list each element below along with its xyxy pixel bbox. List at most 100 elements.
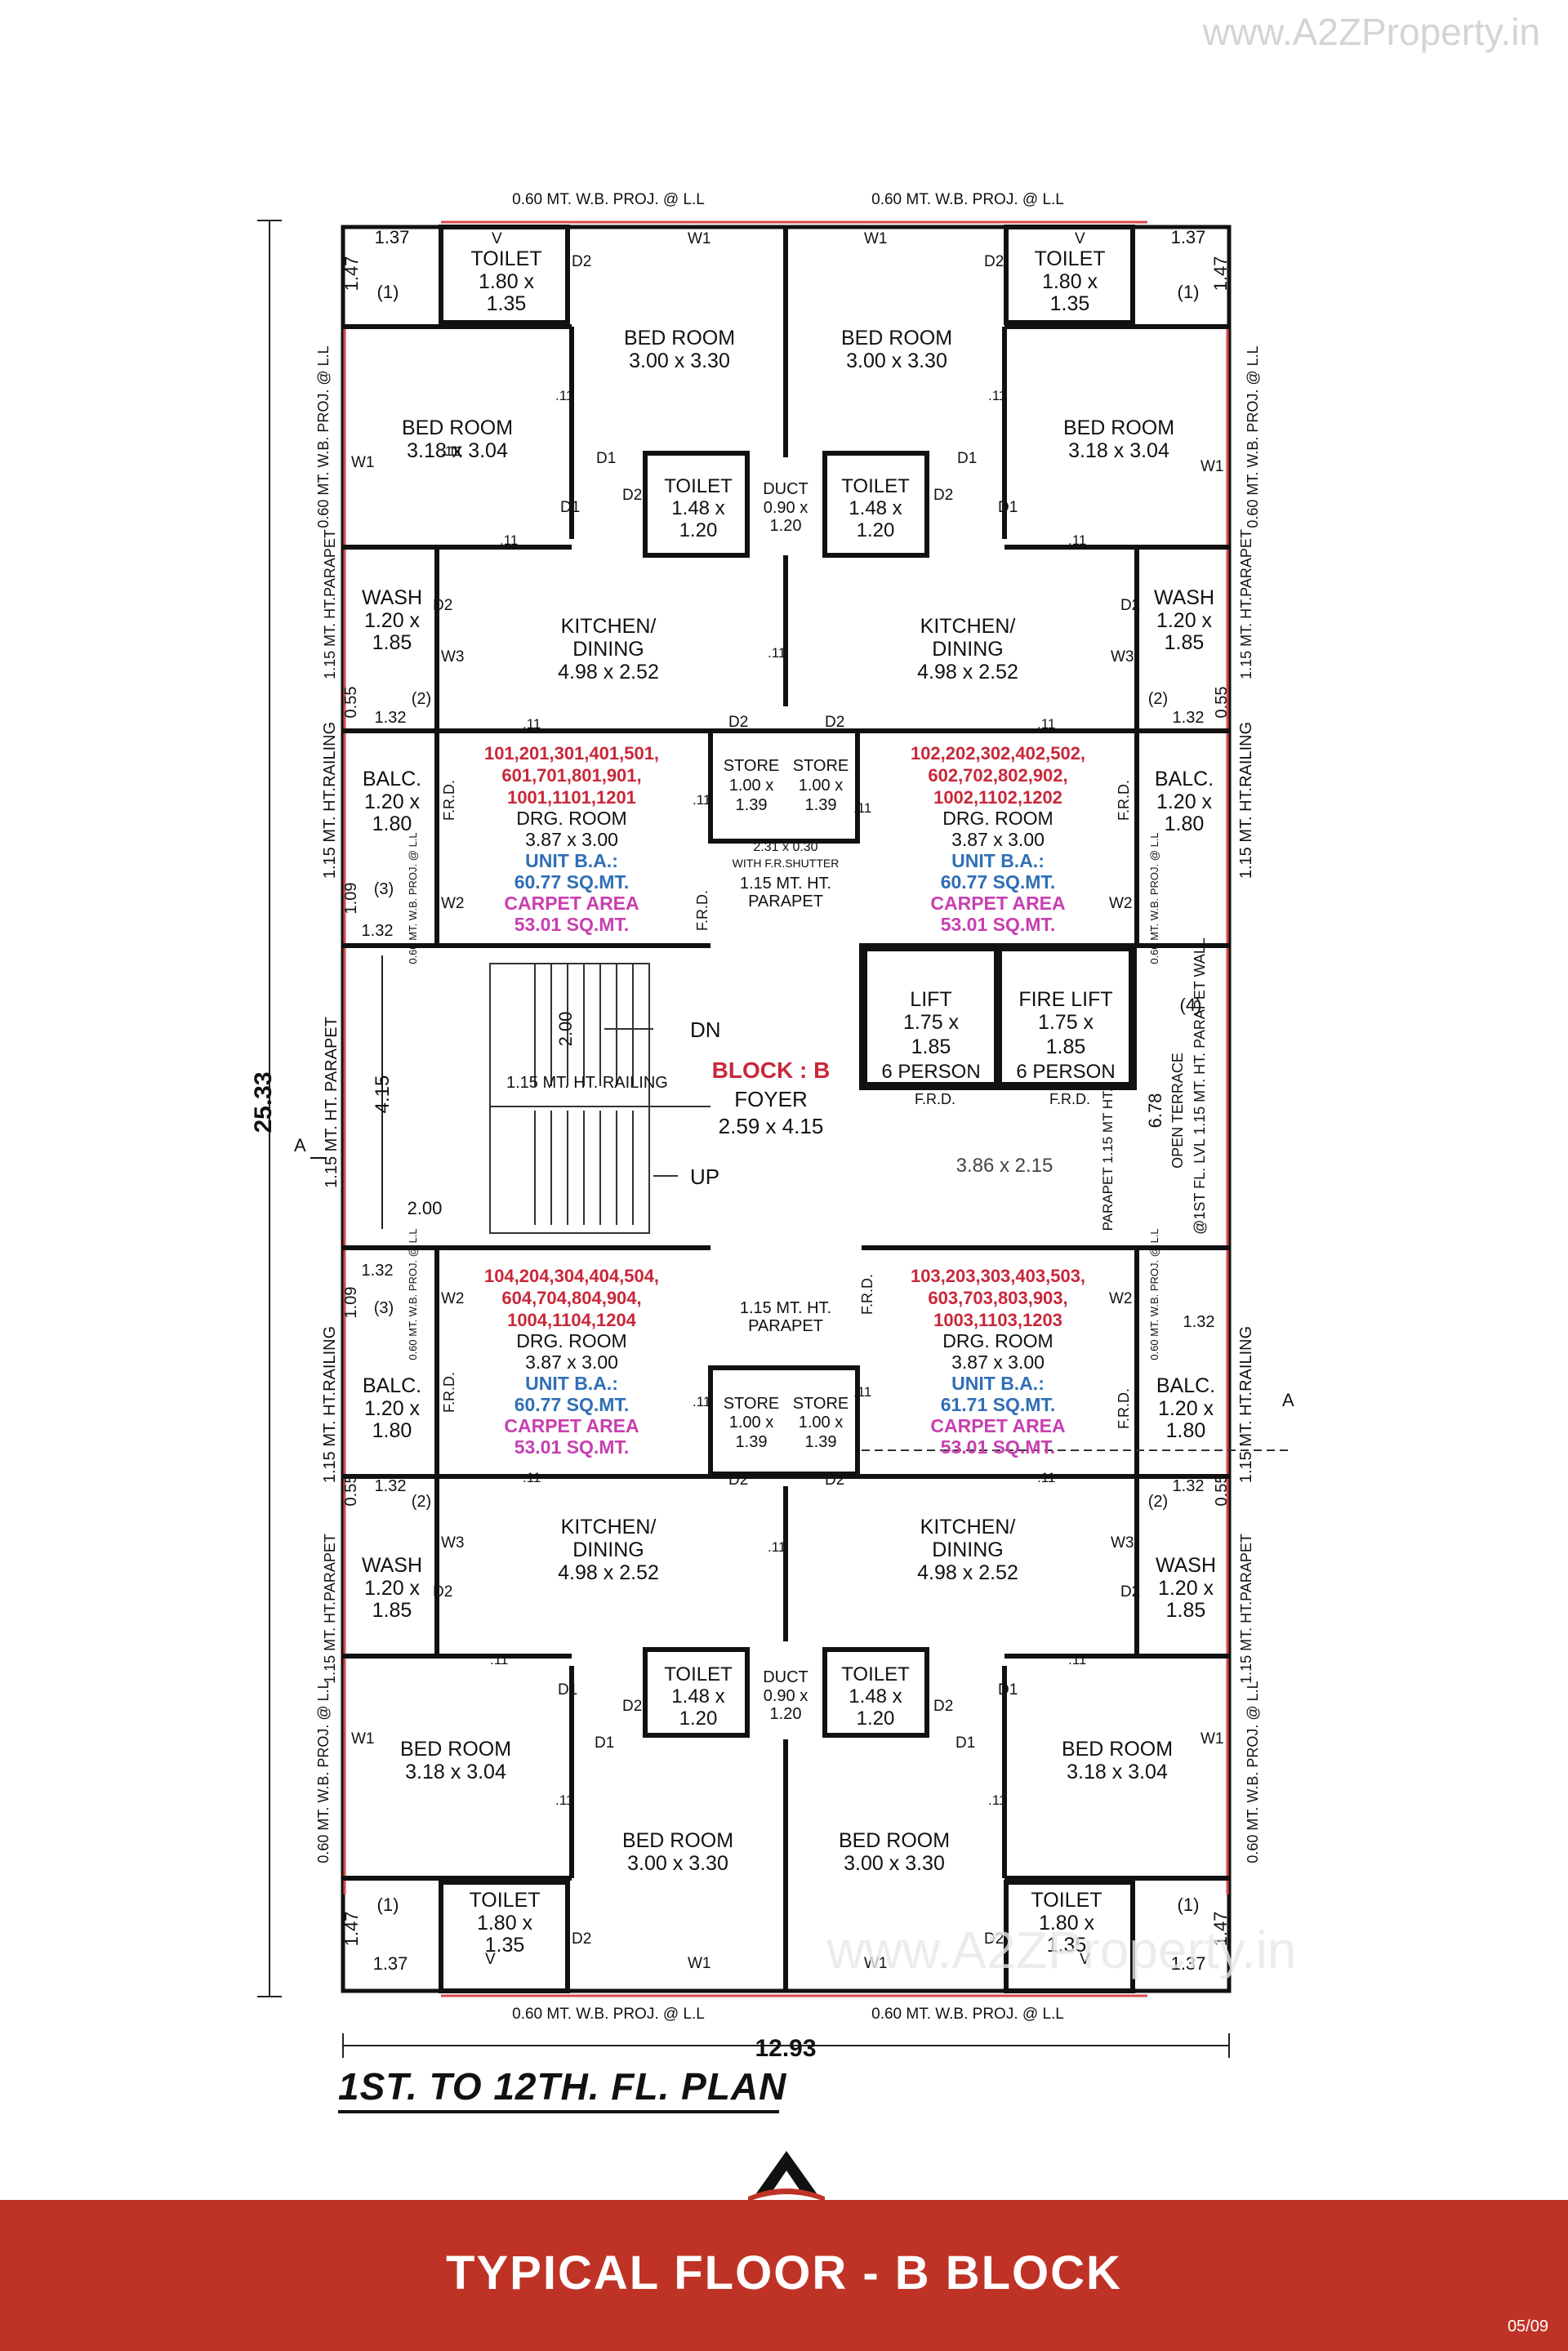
parapet-top-line2: PARAPET <box>748 893 823 911</box>
duct-top-size2: 1.20 <box>770 517 802 535</box>
parapet-right-bot: 1.15 MT. HT.PARAPET <box>1238 1534 1254 1684</box>
p11-17: .11 <box>490 1652 508 1668</box>
unit-102-num-3: 1002,1102,1202 <box>933 787 1062 808</box>
parapet-left-top: 1.15 MT. HT.PARAPET <box>322 529 338 679</box>
kitchen-br-name: KITCHEN/ <box>920 1516 1016 1538</box>
tag-d1-6: D1 <box>998 1681 1018 1699</box>
railing-right-top: 1.15 MT. HT.RAILING <box>1237 722 1255 879</box>
fire-lift-name: FIRE LIFT <box>1018 988 1112 1011</box>
balc-tl-size2: 1.80 <box>372 813 412 835</box>
corner-br-w: 1.37 <box>1171 1953 1206 1974</box>
fire-lift-frd: F.R.D. <box>1049 1091 1090 1107</box>
toilet-corner-tl-size: 1.80 x <box>479 270 535 293</box>
kitchen-br-size: 4.98 x 2.52 <box>917 1561 1018 1584</box>
balc-tr-size2: 1.80 <box>1165 813 1205 835</box>
tag-d1-1: D1 <box>596 450 616 467</box>
tag-d1-8: D1 <box>956 1734 975 1752</box>
balc-bl-size2: 1.80 <box>372 1419 412 1442</box>
unit-102-ba-label: UNIT B.A.: <box>951 850 1045 871</box>
p11-2: .11 <box>1068 532 1086 548</box>
gap3-br-w: 1.32 <box>1183 1313 1215 1331</box>
toilet-corner-br-size: 1.80 x <box>1039 1912 1095 1935</box>
unit-104-drg-size: 3.87 x 3.00 <box>525 1351 618 1373</box>
overall-height-dim: 25.33 <box>250 1071 277 1133</box>
footer-band: TYPICAL FLOOR - B BLOCK 05/09 <box>0 2200 1568 2351</box>
kitchen-tr-name2: DINING <box>932 638 1004 661</box>
bed-outer-tr-name: BED ROOM <box>1063 416 1174 439</box>
stair-run-dim: 2.00 <box>555 1012 576 1047</box>
tag-w1-1: W1 <box>688 230 711 247</box>
p11-14: .11 <box>523 1470 541 1485</box>
kitchen-tl-name2: DINING <box>572 638 644 661</box>
toilet-corner-tl-name: TOILET <box>470 247 541 270</box>
p11-18: .11 <box>1068 1652 1086 1668</box>
unit-101-carpet-label: CARPET AREA <box>504 893 639 914</box>
unit-103-num-3: 1003,1103,1203 <box>933 1310 1062 1330</box>
gap3-tl-num: (3) <box>374 880 394 898</box>
toilet-corner-br-size2: 1.35 <box>1047 1934 1087 1957</box>
gap3-bl-h: 1.09 <box>342 1287 360 1319</box>
unit-103-num-2: 603,703,803,903, <box>928 1288 1067 1308</box>
footer-title: TYPICAL FLOOR - B BLOCK <box>446 2246 1122 2300</box>
tag-v-4: V <box>1080 1951 1090 1968</box>
tag-w2-4: W2 <box>1109 1290 1133 1307</box>
lift-lobby-size: 3.86 x 2.15 <box>956 1155 1054 1177</box>
store-bl-name: STORE <box>724 1395 780 1413</box>
stair-up-label: UP <box>690 1164 719 1189</box>
p11-9: .11 <box>1037 716 1055 732</box>
tag-w3-4: W3 <box>1111 1534 1134 1552</box>
toilet-mid-tl-size: 1.48 x <box>671 497 724 519</box>
kitchen-bl-name: KITCHEN/ <box>561 1516 657 1538</box>
toilet-corner-bl-size2: 1.35 <box>485 1934 525 1957</box>
gap3-bl-num: (3) <box>374 1299 394 1317</box>
tag-w3-2: W3 <box>1111 648 1134 666</box>
unit-102-drg: DRG. ROOM <box>942 808 1053 829</box>
quadrant-bottom-left: BALC. 1.20 x 1.80 STORE 1.00 x 1.39 KITC… <box>341 1262 779 1974</box>
tag-w1-2: W1 <box>864 230 888 247</box>
toilet-corner-tr-size2: 1.35 <box>1050 292 1090 315</box>
unit-101-carpet: 53.01 SQ.MT. <box>514 914 630 935</box>
unit-102-num-2: 602,702,802,902, <box>928 765 1067 786</box>
tag-d2-3: D2 <box>622 487 642 504</box>
unit-104-num-1: 104,204,304,404,504, <box>484 1266 659 1286</box>
balc-bl-size: 1.20 x <box>364 1397 421 1420</box>
toilet-mid-tl-name: TOILET <box>664 475 733 497</box>
fire-lift-size: 1.75 x <box>1038 1011 1094 1034</box>
gap2-tr-h: 0.55 <box>1213 687 1231 719</box>
toilet-mid-bl-name: TOILET <box>664 1663 733 1685</box>
tag-w1-6: W1 <box>1200 1730 1224 1748</box>
toilet-mid-br-size2: 1.20 <box>857 1708 895 1730</box>
balc-br-name: BALC. <box>1156 1374 1215 1397</box>
tag-w2-2: W2 <box>1109 895 1133 912</box>
railing-right-bot: 1.15 MT. HT.RAILING <box>1237 1326 1255 1483</box>
corner-tl-w: 1.37 <box>375 227 410 247</box>
kitchen-br-name2: DINING <box>932 1538 1004 1561</box>
frd-br: F.R.D. <box>1116 1388 1132 1429</box>
store-bl-size: 1.00 x <box>729 1414 773 1432</box>
wbproj-small-left-top: 0.60 MT. W.B. PROJ. @ L.L <box>407 832 419 964</box>
store-br-name: STORE <box>793 1395 849 1413</box>
quadrant-top-right: TOILET 1.80 x 1.35 BED ROOM 3.00 x 3.30 … <box>763 227 1231 835</box>
terrace-wall-label: @1ST FL. LVL 1.15 MT. HT. PARAPET WALL <box>1192 937 1208 1235</box>
tag-d1-7: D1 <box>595 1734 614 1752</box>
tag-w3-3: W3 <box>441 1534 465 1552</box>
unit-104-num-3: 1004,1104,1204 <box>507 1310 637 1330</box>
gap3-tl-h: 1.09 <box>342 883 360 915</box>
stair-dn-label: DN <box>690 1017 721 1042</box>
wash-bl-size2: 1.85 <box>372 1599 412 1622</box>
unit-102-info: 102,202,302,402,502, 602,702,802,902, 10… <box>911 743 1085 935</box>
bed-inner-bl-name: BED ROOM <box>622 1829 733 1852</box>
bed-outer-br-name: BED ROOM <box>1062 1738 1173 1761</box>
lift-size: 1.75 x <box>903 1011 960 1034</box>
parapet-bot-line1: 1.15 MT. HT. <box>740 1299 831 1317</box>
tag-d2-5: D2 <box>433 597 452 614</box>
railing-left-top: 1.15 MT. HT.RAILING <box>321 722 339 879</box>
tag-d2-9: D2 <box>728 1472 748 1489</box>
wbproj-small-left-bot: 0.60 MT. W.B. PROJ. @ L.L <box>407 1228 419 1360</box>
store-tl-name: STORE <box>724 757 780 775</box>
railing-left-bot: 1.15 MT. HT.RAILING <box>321 1326 339 1483</box>
tag-v-2: V <box>1075 230 1085 247</box>
door-window-tags: D2 D2 W1 W1 V V W1 W1 D1 D1 D1 D1 D2 D2 … <box>351 230 1224 1972</box>
gap2-tr-num: (2) <box>1148 690 1168 708</box>
tag-d2-10: D2 <box>825 1472 844 1489</box>
